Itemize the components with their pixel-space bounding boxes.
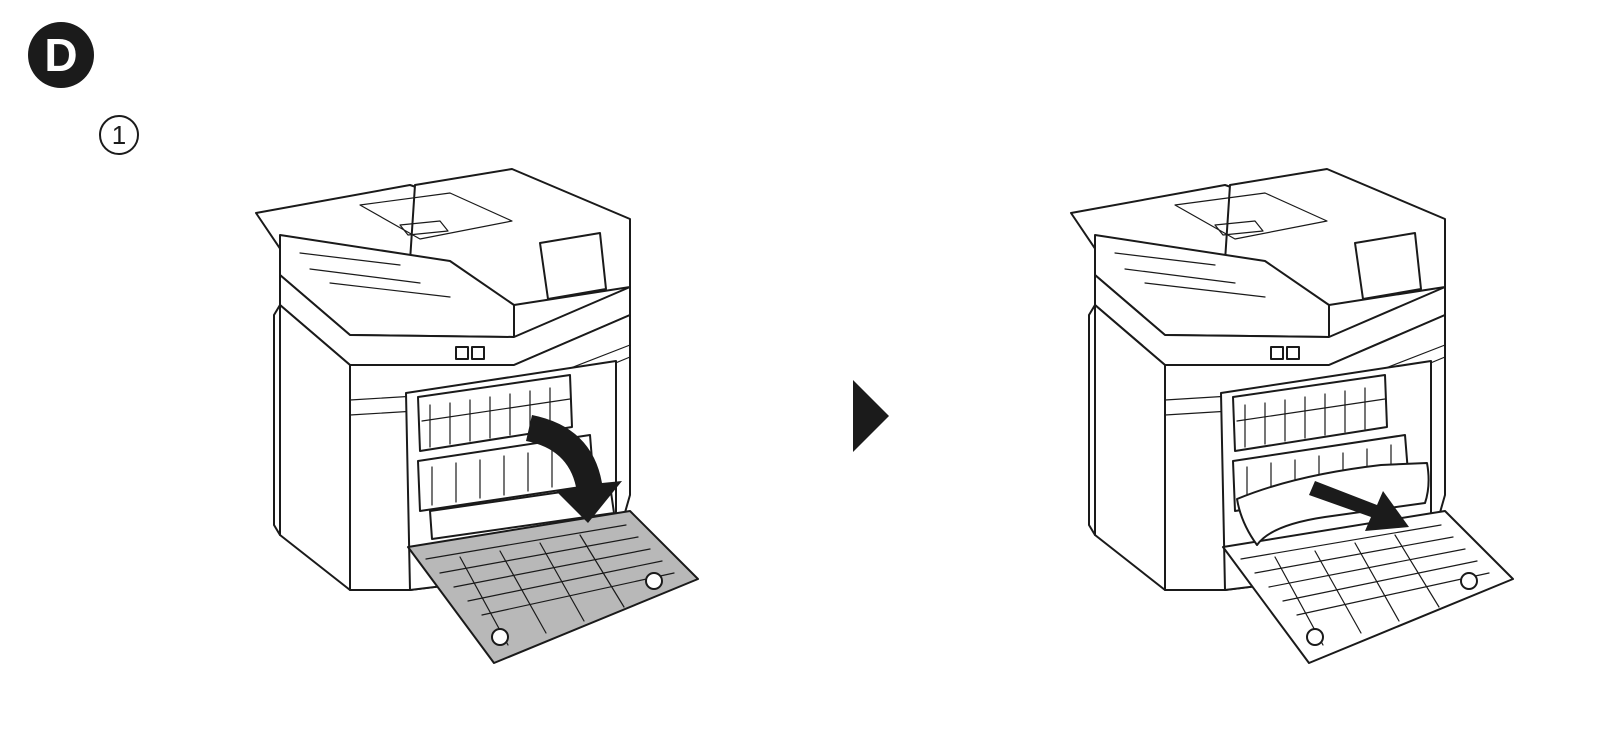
pull-out-arrow-icon [1309, 481, 1409, 531]
printer-remove-jammed-paper-illustration [1070, 168, 1514, 664]
curved-down-arrow-icon [526, 415, 622, 523]
jammed-paper-sheet [1236, 462, 1430, 546]
next-step-arrow-icon [853, 380, 889, 452]
printer-body [1070, 168, 1446, 591]
section-letter-badge: D [28, 22, 94, 88]
printer-open-rear-cover-illustration [255, 168, 699, 664]
rear-cover-highlighted [407, 484, 699, 664]
rear-cover-open [1222, 510, 1514, 664]
step-number-circle: 1 [99, 115, 139, 155]
